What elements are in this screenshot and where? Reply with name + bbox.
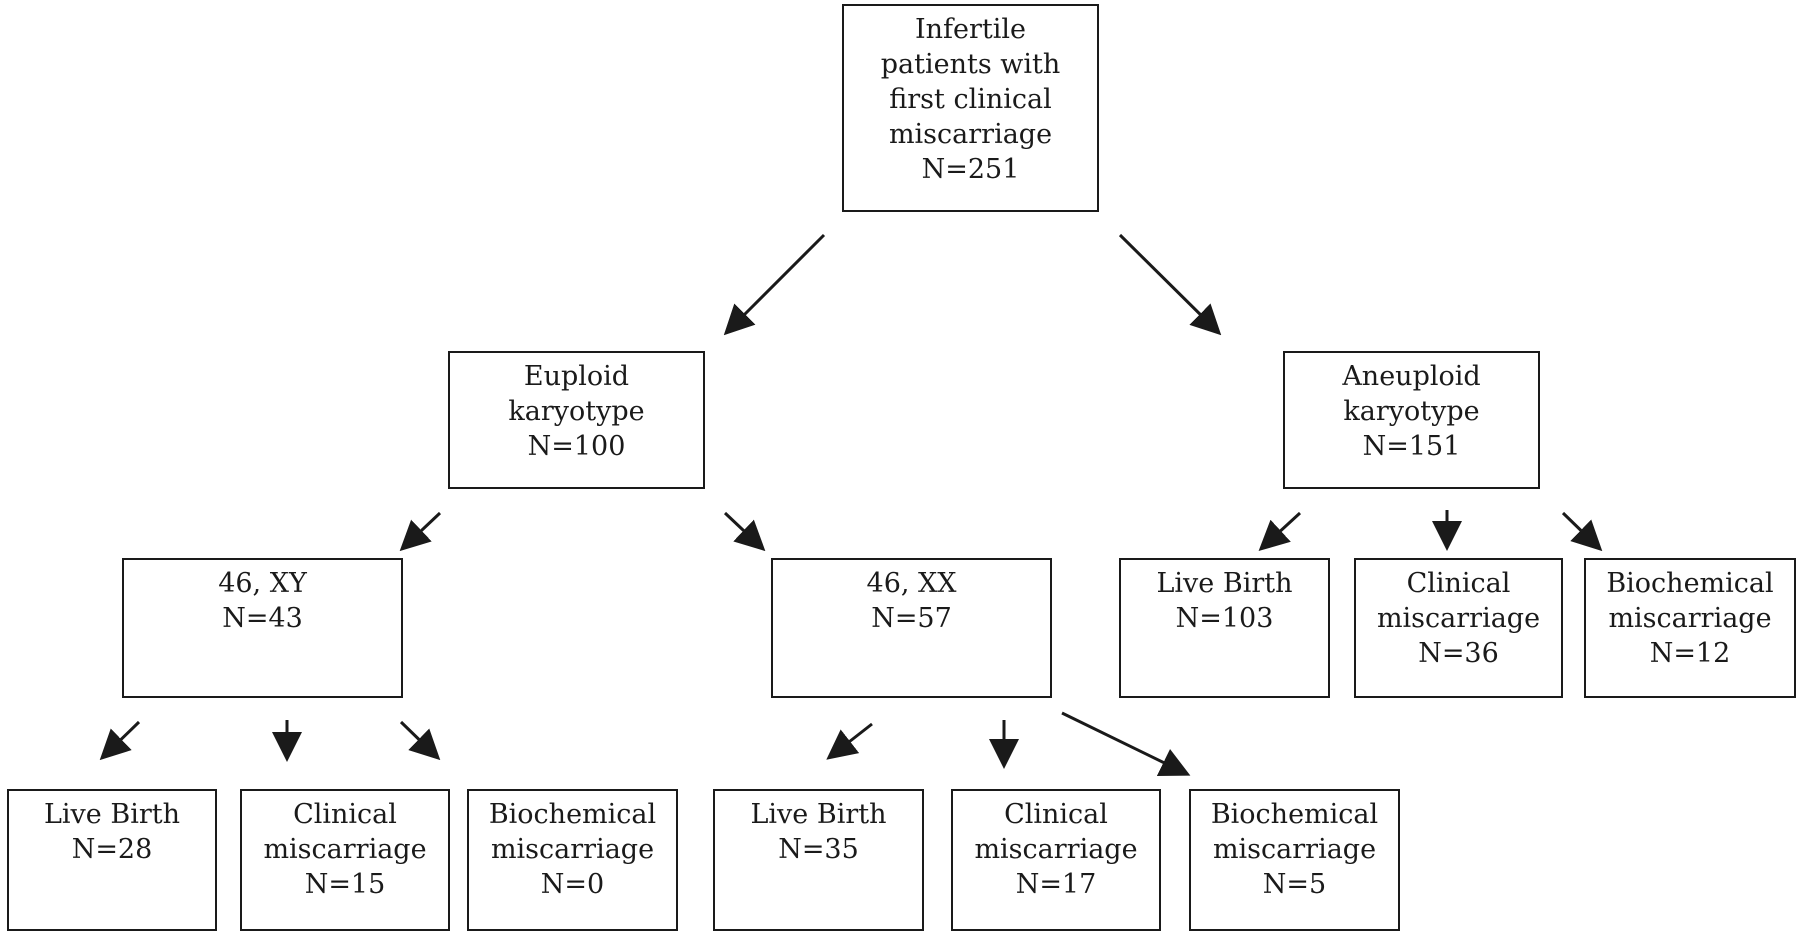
aneuploid-line-1: Aneuploid (1342, 361, 1481, 392)
root-count: N=251 (921, 154, 1020, 185)
xx-count: N=57 (871, 603, 952, 634)
aneuploid-biochemical-line-2: miscarriage (1608, 603, 1772, 634)
xx-live-birth-node: Live Birth N=35 (713, 789, 924, 931)
xx-clinical-line-2: miscarriage (974, 834, 1138, 865)
root-node-infertile-patients: Infertile patients with first clinical m… (842, 4, 1099, 212)
aneuploid-live-birth-label: Live Birth (1156, 568, 1293, 599)
xy-biochemical-line-1: Biochemical (488, 799, 657, 830)
xy-clinical-miscarriage-node: Clinical miscarriage N=15 (240, 789, 450, 931)
xx-biochemical-line-2: miscarriage (1212, 834, 1377, 865)
aneuploid-clinical-miscarriage-node: Clinical miscarriage N=36 (1354, 558, 1563, 698)
karyotype-46xy-node: 46, XY N=43 (122, 558, 403, 698)
xy-clinical-count: N=15 (304, 869, 386, 900)
xx-biochemical-line-1: Biochemical (1210, 799, 1379, 830)
arrow-euploid-to-xx (723, 511, 766, 552)
arrow-xy-to-live-birth (99, 720, 141, 761)
xy-biochemical-count: N=0 (540, 869, 605, 900)
arrow-euploid-to-xy (399, 511, 442, 552)
euploid-count: N=100 (527, 431, 626, 462)
aneuploid-biochemical-line-1: Biochemical (1606, 568, 1774, 599)
root-line-1: Infertile (914, 14, 1027, 45)
aneuploid-line-2: karyotype (1343, 396, 1480, 427)
arrow-root-to-aneuploid (1118, 233, 1222, 336)
euploid-line-1: Euploid (523, 361, 630, 392)
xy-live-birth-count: N=28 (71, 834, 153, 865)
xy-live-birth-node: Live Birth N=28 (7, 789, 217, 931)
aneuploid-karyotype-node: Aneuploid karyotype N=151 (1283, 351, 1540, 489)
xy-label: 46, XY (218, 568, 307, 599)
xx-biochemical-miscarriage-node: Biochemical miscarriage N=5 (1189, 789, 1400, 931)
aneuploid-live-birth-node: Live Birth N=103 (1119, 558, 1330, 698)
aneuploid-clinical-line-2: miscarriage (1376, 603, 1541, 634)
xx-clinical-count: N=17 (1015, 869, 1097, 900)
aneuploid-clinical-count: N=36 (1418, 638, 1499, 669)
root-line-2: patients with (880, 49, 1061, 80)
xx-live-birth-label: Live Birth (750, 799, 887, 830)
arrow-xx-to-live-birth (826, 722, 873, 760)
arrow-xx-to-biochemical (1061, 711, 1191, 776)
arrow-aneuploid-to-biochemical (1561, 511, 1603, 552)
euploid-karyotype-node: Euploid karyotype N=100 (448, 351, 705, 489)
root-line-4: miscarriage (888, 119, 1053, 150)
arrow-xy-to-biochemical (399, 720, 441, 761)
xx-biochemical-count: N=5 (1262, 869, 1327, 900)
arrow-root-to-euploid (723, 233, 826, 336)
euploid-line-2: karyotype (508, 396, 645, 427)
karyotype-46xx-node: 46, XX N=57 (771, 558, 1052, 698)
xy-live-birth-label: Live Birth (43, 799, 180, 830)
arrow-aneuploid-to-live-birth (1258, 511, 1302, 552)
aneuploid-biochemical-miscarriage-node: Biochemical miscarriage N=12 (1584, 558, 1796, 698)
xy-clinical-line-1: Clinical (293, 799, 397, 830)
xx-clinical-miscarriage-node: Clinical miscarriage N=17 (951, 789, 1161, 931)
xx-live-birth-count: N=35 (778, 834, 859, 865)
xy-biochemical-line-2: miscarriage (490, 834, 655, 865)
aneuploid-clinical-line-1: Clinical (1406, 568, 1511, 599)
xy-biochemical-miscarriage-node: Biochemical miscarriage N=0 (467, 789, 678, 931)
aneuploid-live-birth-count: N=103 (1175, 603, 1274, 634)
xy-count: N=43 (222, 603, 303, 634)
aneuploid-count: N=151 (1362, 431, 1461, 462)
aneuploid-biochemical-count: N=12 (1649, 638, 1731, 669)
xx-clinical-line-1: Clinical (1004, 799, 1108, 830)
xx-label: 46, XX (866, 568, 957, 599)
root-line-3: first clinical (889, 84, 1052, 115)
xy-clinical-line-2: miscarriage (263, 834, 427, 865)
